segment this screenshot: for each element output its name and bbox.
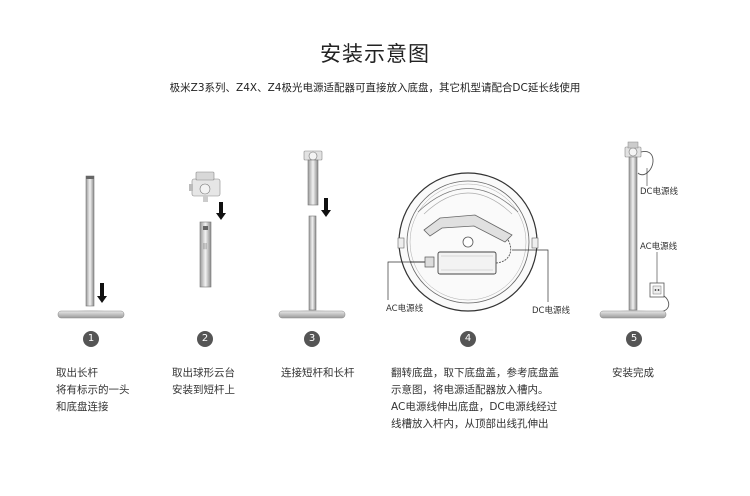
step-number-1: 1 xyxy=(83,331,99,347)
step-3-description: 连接短杆和长杆 xyxy=(281,365,355,382)
ac-cable-label-right: AC电源线 xyxy=(640,242,678,252)
step-line: 安装到短杆上 xyxy=(172,384,235,396)
power-adapter xyxy=(437,251,497,275)
step-line: 翻转底盘，取下底盘盖，参考底盘盖 xyxy=(391,367,559,379)
step1-illustration xyxy=(57,175,125,319)
step-4-description: 翻转底盘，取下底盘盖，参考底盘盖 示意图，将电源适配器放入槽内。 AC电源线伸出… xyxy=(391,365,559,433)
step4-illustration xyxy=(387,172,549,312)
step-number-3: 3 xyxy=(304,331,320,347)
step-number-5: 5 xyxy=(626,331,642,347)
step3-illustration xyxy=(278,150,346,319)
long-pole xyxy=(308,215,317,311)
step-line: 和底盘连接 xyxy=(56,401,109,413)
page-subtitle: 极米Z3系列、Z4X、Z4极光电源适配器可直接放入底盘，其它机型请配合DC延长线… xyxy=(169,82,581,94)
step-line: 取出球形云台 xyxy=(172,367,235,379)
step-line: AC电源线伸出底盘，DC电源线经过 xyxy=(391,401,558,413)
step-line: 示意图，将电源适配器放入槽内。 xyxy=(391,384,549,396)
step5-illustration xyxy=(599,141,670,319)
long-pole xyxy=(85,175,95,307)
step-line: 将有标示的一头 xyxy=(56,384,130,396)
dc-leader-line xyxy=(512,249,549,302)
ac-cable-label: AC电源线 xyxy=(386,304,424,314)
page-title: 安装示意图 xyxy=(320,42,430,66)
step-line: 连接短杆和长杆 xyxy=(281,367,355,379)
dc-cable-curve xyxy=(637,150,654,176)
step-number-4: 4 xyxy=(460,331,476,347)
dc-cable-label-right: DC电源线 xyxy=(640,187,678,197)
step-2-description: 取出球形云台 安装到短杆上 xyxy=(172,365,235,399)
ac-leader-line xyxy=(387,261,412,300)
arrow-down-icon xyxy=(321,210,331,217)
step2-illustration: || xyxy=(189,171,226,288)
assembled-pole xyxy=(628,156,638,311)
step-line: 线槽放入杆内，从顶部出线孔伸出 xyxy=(391,418,549,430)
arrow-down-icon xyxy=(216,213,226,220)
arrow-down-icon xyxy=(97,296,107,303)
svg-text:||: || xyxy=(203,243,207,250)
step-line: 安装完成 xyxy=(612,367,654,379)
step-line: 取出长杆 xyxy=(56,367,98,379)
step-number-2: 2 xyxy=(197,331,213,347)
step-1-description: 取出长杆 将有标示的一头 和底盘连接 xyxy=(56,365,130,416)
short-pole xyxy=(199,221,212,288)
step-5-description: 安装完成 xyxy=(612,365,654,382)
dc-cable-label: DC电源线 xyxy=(532,306,570,316)
